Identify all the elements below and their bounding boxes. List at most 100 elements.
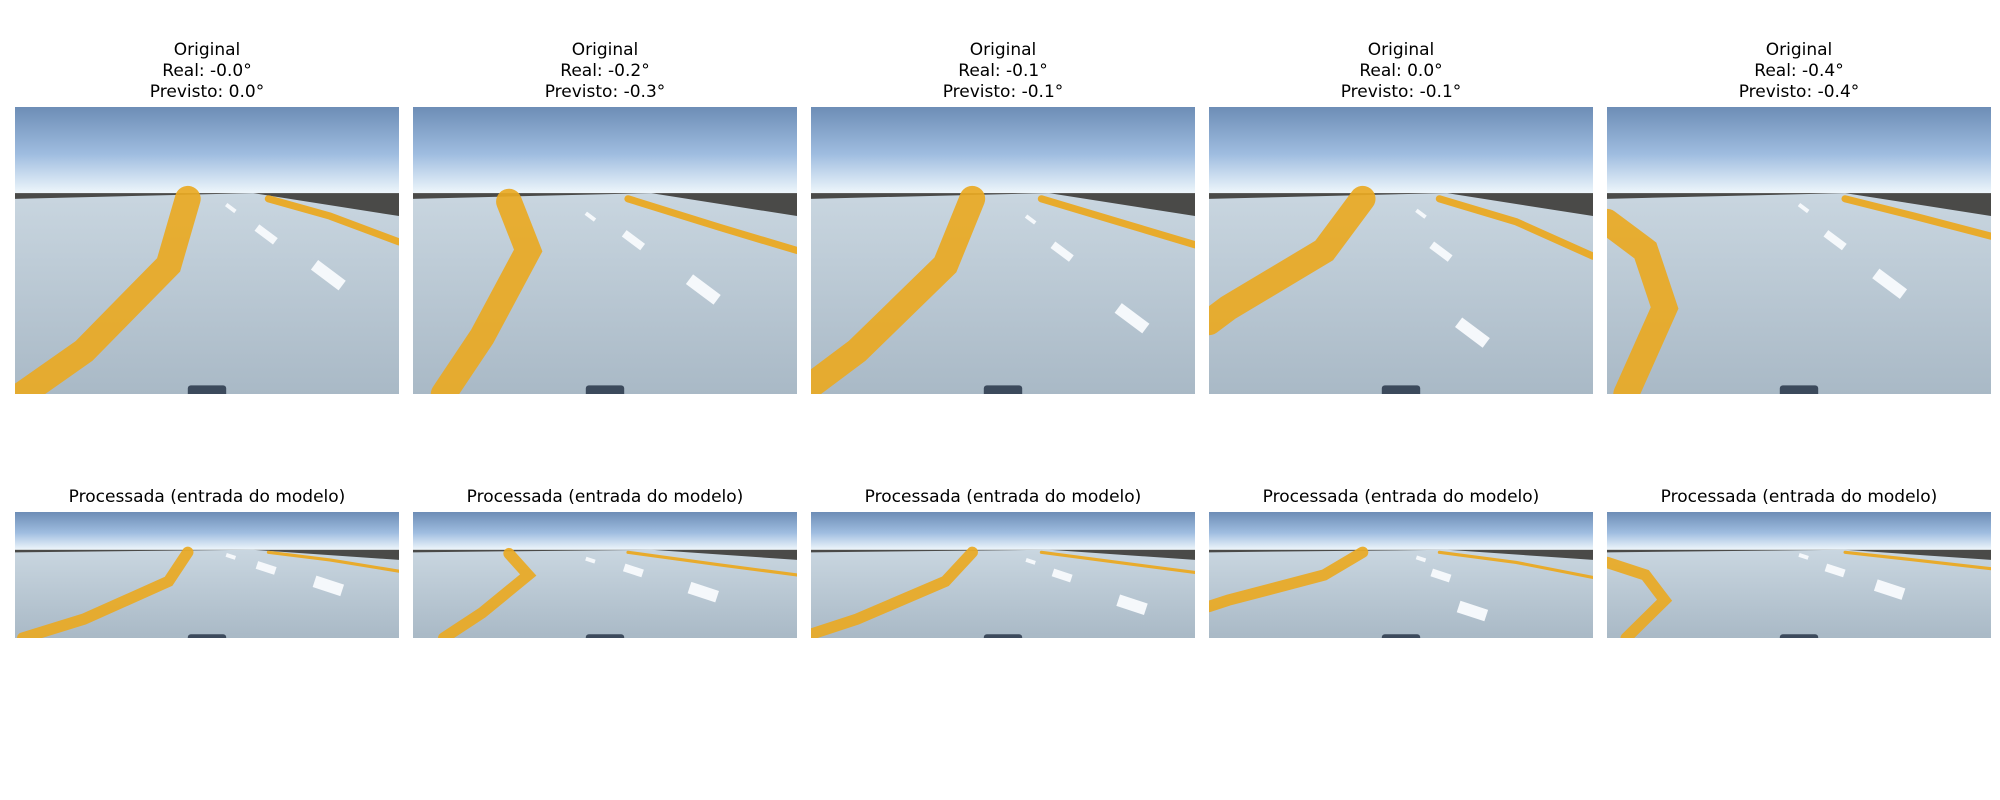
white-lane-dash <box>254 224 278 245</box>
processed-road-image <box>413 512 797 638</box>
left-yellow-lane-line <box>811 546 978 638</box>
white-lane-dash <box>1824 563 1846 578</box>
sky <box>1607 512 1991 550</box>
right-yellow-lane-line <box>1841 195 1991 240</box>
predicted-angle: Previsto: 0.0° <box>149 82 265 102</box>
road-surface <box>413 193 797 394</box>
white-lane-dash <box>255 561 277 575</box>
white-lane-dash <box>1429 241 1453 262</box>
processed-road-image <box>811 512 1195 638</box>
original-road-image <box>811 107 1195 394</box>
white-lane-dash <box>1024 214 1037 225</box>
white-lane-dash <box>685 274 721 305</box>
white-lane-dash <box>584 211 597 222</box>
left-yellow-lane-line <box>1607 556 1673 638</box>
sky <box>15 107 399 194</box>
original-road-image <box>1607 107 1991 394</box>
original-label: Original <box>173 40 241 60</box>
white-lane-dash <box>225 552 237 560</box>
sky <box>1209 512 1593 550</box>
right-yellow-lane-line <box>1843 550 1991 571</box>
predicted-angle: Previsto: -0.1° <box>942 82 1064 102</box>
sky <box>15 512 399 550</box>
white-lane-dash <box>310 260 346 291</box>
processed-title: Processada (entrada do modelo) <box>68 487 346 507</box>
left-yellow-lane-line <box>15 185 201 394</box>
sky <box>811 512 1195 550</box>
right-yellow-lane-line <box>264 195 399 246</box>
white-lane-dash <box>1456 600 1489 622</box>
road-surface <box>1607 549 1991 638</box>
right-yellow-lane-line <box>1037 195 1195 249</box>
sky <box>413 107 797 194</box>
white-lane-dash <box>1872 268 1908 299</box>
processed-title: Processada (entrada do modelo) <box>864 487 1142 507</box>
car-hood <box>1779 385 1819 394</box>
original-label: Original <box>1765 40 1833 60</box>
sky <box>811 107 1195 194</box>
predicted-angle: Previsto: -0.1° <box>1340 82 1462 102</box>
processed-road-image <box>1209 512 1593 638</box>
car-hood <box>983 634 1023 638</box>
white-lane-dash <box>312 575 345 597</box>
road-surface <box>15 549 399 638</box>
white-lane-dash <box>1114 303 1150 334</box>
left-yellow-lane-line <box>17 546 194 638</box>
left-yellow-lane-line <box>438 547 537 638</box>
white-lane-dash <box>225 202 237 214</box>
right-yellow-lane-line <box>1437 550 1593 580</box>
car-hood <box>983 385 1023 394</box>
processed-title: Processada (entrada do modelo) <box>1262 487 1540 507</box>
white-lane-dash <box>1415 555 1427 563</box>
left-yellow-lane-line <box>1209 546 1369 613</box>
real-angle: Real: -0.1° <box>958 61 1048 81</box>
right-yellow-lane-line <box>266 550 399 573</box>
processed-road-image <box>1607 512 1991 638</box>
white-lane-dash <box>1050 241 1074 262</box>
car-hood <box>585 385 625 394</box>
road-surface <box>15 193 399 394</box>
white-lane-dash <box>1116 594 1148 615</box>
white-lane-dash <box>585 556 596 564</box>
original-label: Original <box>571 40 639 60</box>
original-label: Original <box>969 40 1037 60</box>
car-hood <box>187 634 227 638</box>
original-road-image <box>1209 107 1593 394</box>
white-lane-dash <box>1025 557 1036 565</box>
sky <box>1607 107 1991 194</box>
road-surface <box>413 549 797 638</box>
sky <box>413 512 797 550</box>
original-road-image <box>15 107 399 394</box>
road-surface <box>1209 193 1593 394</box>
car-hood <box>1381 385 1421 394</box>
white-lane-dash <box>1415 208 1427 219</box>
original-label: Original <box>1367 40 1435 60</box>
right-yellow-lane-line <box>626 550 797 577</box>
white-lane-dash <box>1455 317 1490 348</box>
left-yellow-lane-line <box>1607 208 1679 394</box>
car-hood <box>1779 634 1819 638</box>
white-lane-dash <box>1873 579 1906 600</box>
processed-title: Processada (entrada do modelo) <box>466 487 744 507</box>
original-road-image <box>413 107 797 394</box>
road-surface <box>1209 549 1593 638</box>
left-yellow-lane-line <box>430 188 543 394</box>
real-angle: Real: -0.2° <box>560 61 650 81</box>
car-hood <box>585 634 625 638</box>
predicted-angle: Previsto: -0.3° <box>544 82 666 102</box>
real-angle: Real: -0.0° <box>162 61 252 81</box>
white-lane-dash <box>1797 202 1810 214</box>
white-lane-dash <box>1051 568 1073 583</box>
road-surface <box>811 193 1195 394</box>
car-hood <box>1381 634 1421 638</box>
right-yellow-lane-line <box>1039 550 1195 575</box>
car-hood <box>187 385 227 394</box>
real-angle: Real: -0.4° <box>1754 61 1844 81</box>
sky <box>1209 107 1593 194</box>
left-yellow-lane-line <box>811 185 986 394</box>
right-yellow-lane-line <box>1435 195 1593 260</box>
road-surface <box>1607 193 1991 394</box>
real-angle: Real: 0.0° <box>1359 61 1443 81</box>
